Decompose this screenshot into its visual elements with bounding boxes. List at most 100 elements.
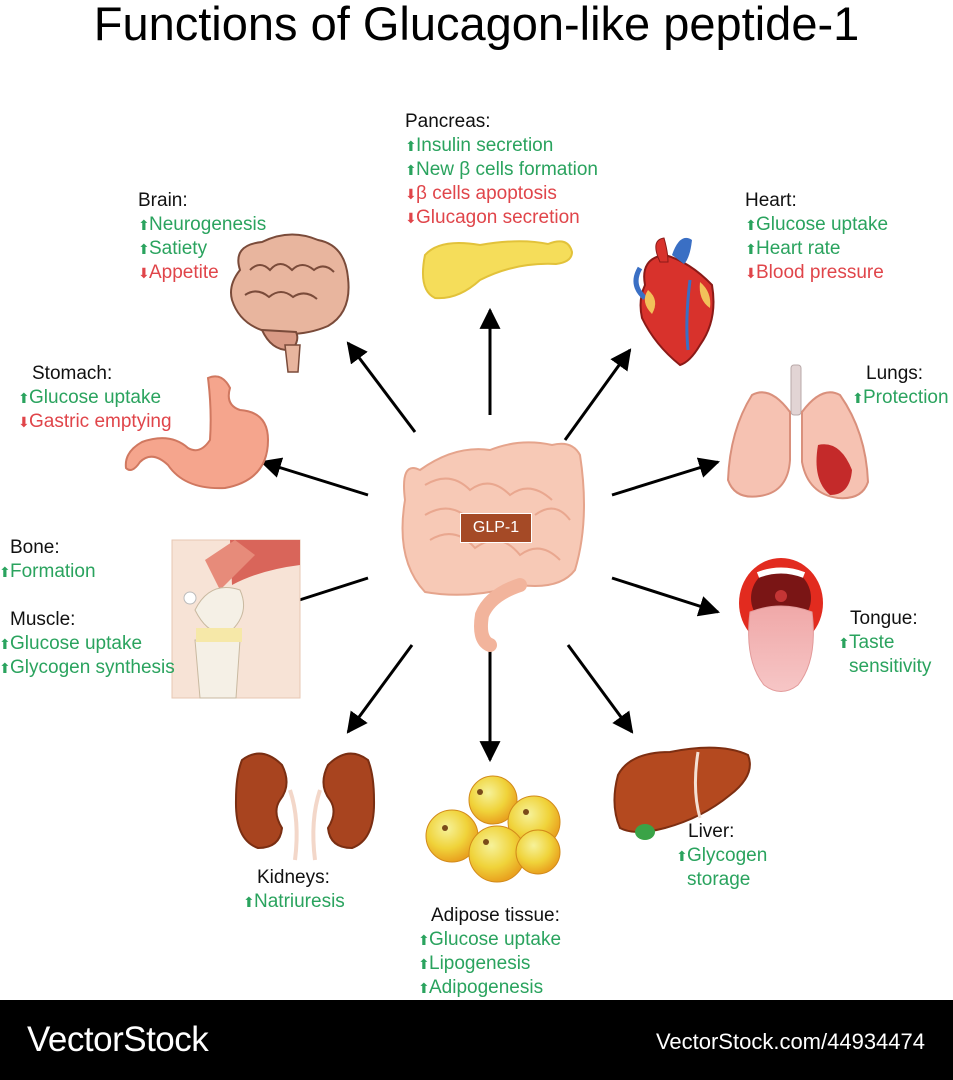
organ-name: Bone: — [10, 537, 60, 558]
effect-text: storage — [687, 869, 751, 890]
effect-item: ⬆New β cells formation — [405, 158, 598, 182]
liver-illustration — [613, 746, 751, 840]
increase-arrow-icon: ⬆ — [745, 241, 757, 257]
decrease-arrow-icon: ⬇ — [405, 186, 417, 202]
effect-text: sensitivity — [849, 656, 932, 677]
organ-name: Heart: — [745, 190, 797, 211]
effect-item: ⬆Glycogen synthesis — [0, 656, 175, 680]
effect-text: Appetite — [149, 262, 219, 283]
organ-name: Kidneys: — [257, 867, 330, 888]
effect-text: Glycogen synthesis — [10, 657, 175, 678]
effect-text: Formation — [10, 561, 96, 582]
organ-name: Lungs: — [866, 363, 924, 384]
effect-item: ⬆Neurogenesis — [138, 213, 266, 237]
label-heart: Heart: ⬆Glucose uptake⬆Heart rate⬇Blood … — [745, 189, 888, 285]
label-muscle: Muscle: ⬆Glucose uptake⬆Glycogen synthes… — [0, 608, 175, 680]
effect-text: Protection — [863, 387, 949, 408]
effect-item: ⬆Heart rate — [745, 237, 888, 261]
effect-item: ⬆Taste — [838, 631, 931, 655]
increase-arrow-icon: ⬆ — [138, 217, 150, 233]
decrease-arrow-icon: ⬇ — [138, 265, 150, 281]
increase-arrow-icon: ⬆ — [0, 564, 11, 580]
heart-illustration — [633, 237, 715, 367]
increase-arrow-icon: ⬆ — [838, 635, 850, 651]
knee-joint-illustration — [171, 539, 301, 699]
label-lungs: Lungs: ⬆Protection — [852, 362, 949, 410]
effect-item: ⬆Glucose uptake — [418, 928, 561, 952]
effect-text: Satiety — [149, 238, 208, 259]
effect-item: ⬆Lipogenesis — [418, 952, 561, 976]
intestine-illustration — [401, 441, 585, 652]
label-pancreas: Pancreas: ⬆Insulin secretion⬆New β cells… — [405, 110, 598, 230]
stomach-illustration — [124, 375, 270, 490]
effect-text: Natriuresis — [254, 891, 345, 912]
organ-name: Liver: — [688, 821, 735, 842]
effect-item: ⬇Appetite — [138, 261, 266, 285]
increase-arrow-icon: ⬆ — [18, 390, 30, 406]
effect-item: ⬆Formation — [0, 560, 96, 584]
pancreas-illustration — [422, 240, 574, 300]
effect-text: Gastric emptying — [29, 411, 172, 432]
increase-arrow-icon: ⬆ — [243, 894, 255, 910]
arrow-stomach — [259, 457, 369, 497]
increase-arrow-icon: ⬆ — [418, 932, 430, 948]
effect-text: Blood pressure — [756, 262, 884, 283]
tongue-illustration — [739, 558, 823, 692]
increase-arrow-icon: ⬆ — [0, 660, 11, 676]
increase-arrow-icon: ⬆ — [405, 162, 417, 178]
label-bone: Bone: ⬆Formation — [0, 536, 96, 584]
effect-item: ⬆Satiety — [138, 237, 266, 261]
effect-text: Neurogenesis — [149, 214, 267, 235]
effect-item: ⬇β cells apoptosis — [405, 182, 598, 206]
arrow-liver — [566, 644, 634, 734]
effect-text: Glucose uptake — [756, 214, 889, 235]
effect-item: ⬆Glucose uptake — [18, 386, 172, 410]
effect-item: ⬇Glucagon secretion — [405, 206, 598, 230]
effect-item: ⬆Glycogen — [676, 844, 767, 868]
decrease-arrow-icon: ⬇ — [405, 210, 417, 226]
effect-text: Lipogenesis — [429, 953, 531, 974]
organ-name: Stomach: — [32, 363, 113, 384]
effect-text: Adipogenesis — [429, 977, 544, 998]
effect-item: ⬆Protection — [852, 386, 949, 410]
decrease-arrow-icon: ⬇ — [745, 265, 757, 281]
organ-name: Muscle: — [10, 609, 76, 630]
brand-logo-text: VectorStock — [27, 1020, 209, 1059]
effect-text: Heart rate — [756, 238, 841, 259]
increase-arrow-icon: ⬆ — [418, 980, 430, 996]
effect-item: storage — [676, 868, 767, 892]
effect-text: Glucagon secretion — [416, 207, 580, 228]
effect-item: ⬇Blood pressure — [745, 261, 888, 285]
organ-name: Pancreas: — [405, 111, 491, 132]
effect-item: ⬆Natriuresis — [243, 890, 345, 914]
increase-arrow-icon: ⬆ — [676, 848, 688, 864]
effect-text: Taste — [849, 632, 895, 653]
effect-text: Glucose uptake — [29, 387, 162, 408]
increase-arrow-icon: ⬆ — [0, 636, 11, 652]
lungs-illustration — [726, 364, 870, 500]
arrow-heart — [563, 348, 632, 441]
label-adipose: Adipose tissue: ⬆Glucose uptake⬆Lipogene… — [418, 904, 561, 1000]
effect-item: ⬆Glucose uptake — [745, 213, 888, 237]
effect-item: ⬆Insulin secretion — [405, 134, 598, 158]
arrow-tongue — [611, 576, 720, 617]
effect-item: ⬇Gastric emptying — [18, 410, 172, 434]
arrows — [259, 307, 721, 763]
label-brain: Brain: ⬆Neurogenesis⬆Satiety⬇Appetite — [138, 189, 266, 285]
kidneys-illustration — [234, 752, 376, 861]
effect-text: Glycogen — [687, 845, 768, 866]
effect-item: ⬆Glucose uptake — [0, 632, 175, 656]
arrow-brain — [346, 341, 417, 433]
watermark-footer: VectorStock VectorStock.com/44934474 — [0, 1000, 953, 1080]
organ-name: Brain: — [138, 190, 188, 211]
effect-text: Glucose uptake — [10, 633, 143, 654]
adipose-cells-illustration — [425, 775, 561, 883]
glp1-badge: GLP-1 — [460, 513, 532, 543]
increase-arrow-icon: ⬆ — [418, 956, 430, 972]
effect-item: sensitivity — [838, 655, 931, 679]
stock-reference: VectorStock.com/44934474 — [655, 1029, 925, 1054]
illustration-layer — [124, 233, 870, 883]
